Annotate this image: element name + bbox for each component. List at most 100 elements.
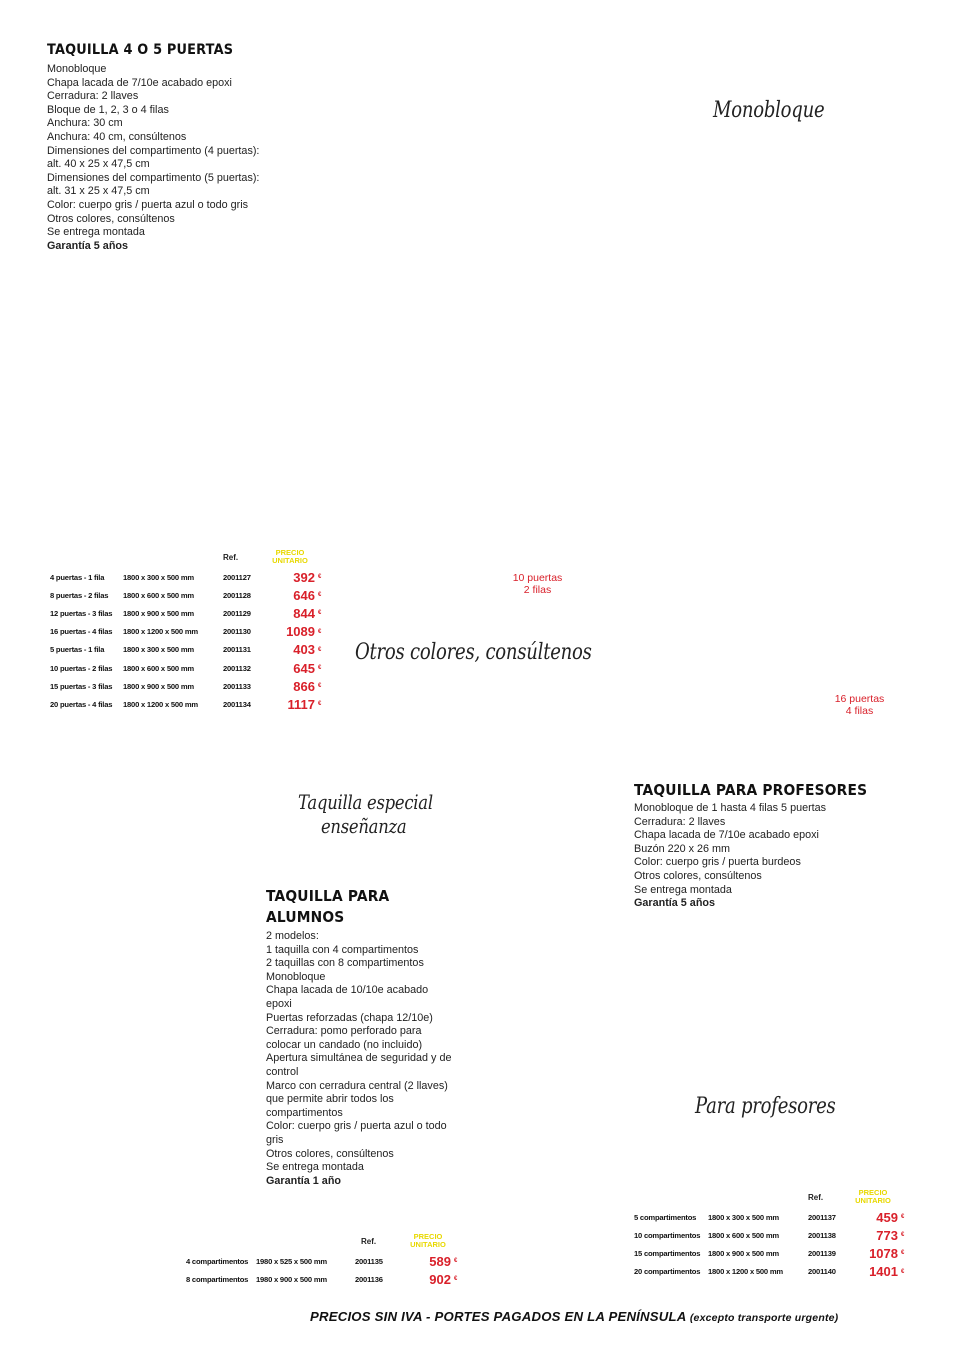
desc-line: Bloque de 1, 2, 3 o 4 filas [47, 103, 169, 116]
script-line: enseñanza [320, 814, 407, 838]
cell-dimensions: 1800 x 1200 x 500 mm [123, 627, 198, 637]
warranty: Garantía 5 años [47, 239, 129, 252]
section2-description: 2 modelos: 1 taquilla con 4 compartiment… [266, 930, 456, 1188]
cell-model: 15 compartimentos [634, 1248, 701, 1258]
cell-ref: 2001127 [223, 572, 251, 582]
desc-line: Se entrega montada [47, 226, 145, 239]
desc-line: Monobloque [266, 970, 326, 983]
table-row: 5 puertas - 1 fila 1800 x 300 x 500 mm 200… [50, 641, 325, 659]
cell-model: 12 puertas - 3 filas [50, 608, 113, 618]
cell-currency: € [318, 701, 322, 708]
desc-line: alt. 40 x 25 x 47,5 cm [47, 158, 150, 171]
footer-subnote: (excepto transporte urgente) [689, 1312, 839, 1324]
cell-price: 645 [293, 660, 315, 676]
cell-currency: € [318, 665, 322, 672]
cell-price: 902 [429, 1271, 451, 1287]
cell-dimensions: 1800 x 300 x 500 mm [708, 1212, 779, 1222]
header-model [50, 546, 123, 568]
desc-line: Color: cuerpo gris / puerta burdeos [634, 856, 801, 869]
header-price-line: UNITARIO [410, 1240, 446, 1249]
desc-line: Puertas reforzadas (chapa 12/10e) [266, 1011, 433, 1024]
photo-label-16-puertas: 16 puertas 4 filas [822, 693, 897, 717]
cell-dimensions: 1800 x 900 x 500 mm [708, 1248, 779, 1258]
desc-line: 2 taquillas con 8 compartimentos [266, 957, 424, 970]
header-ref: Ref. [223, 552, 239, 562]
cell-ref: 2001137 [808, 1212, 836, 1222]
footer-main: PRECIOS SIN IVA - PORTES PAGADOS EN LA P… [310, 1309, 686, 1324]
cell-ref: 2001132 [223, 663, 251, 673]
cell-price: 1401 [869, 1264, 898, 1280]
cell-currency: € [318, 610, 322, 617]
desc-line: Otros colores, consúltenos [47, 212, 175, 225]
table-row: 8 puertas - 2 filas 1800 x 600 x 500 mm 20… [50, 586, 325, 604]
cell-ref: 2001134 [223, 699, 251, 709]
header-price-line: PRECIO [413, 1232, 443, 1241]
desc-line: Se entrega montada [634, 883, 732, 896]
cell-price: 866 [293, 678, 315, 694]
cell-currency: € [318, 628, 322, 635]
cell-price: 1089 [286, 624, 315, 640]
cell-model: 10 puertas - 2 filas [50, 663, 113, 673]
header-currency [898, 1186, 908, 1208]
cell-model: 4 compartimentos [186, 1256, 249, 1266]
script-line: Taquilla especial [298, 790, 433, 814]
header-currency [451, 1230, 461, 1252]
cell-dimensions: 1800 x 300 x 500 mm [123, 645, 194, 655]
footer-note: PRECIOS SIN IVA - PORTES PAGADOS EN LA P… [310, 1309, 838, 1324]
script-label-profesores: Para profesores [695, 1094, 836, 1119]
script-label-other-colors: Otros colores, consúltenos [355, 640, 592, 665]
script-label-monobloque: Monobloque [713, 98, 825, 123]
cell-ref: 2001130 [223, 627, 251, 637]
cell-price: 1117 [287, 696, 316, 712]
desc-line: Cerradura: 2 llaves [634, 815, 726, 828]
header-ref: Ref. [808, 1192, 824, 1202]
cell-dimensions: 1800 x 300 x 500 mm [123, 572, 194, 582]
section1-description: Monobloque Chapa lacada de 7/10e acabado… [47, 63, 259, 253]
cell-model: 15 puertas - 3 filas [50, 681, 113, 691]
cell-ref: 2001128 [223, 590, 251, 600]
desc-line: Color: cuerpo gris / puerta azul o todo … [266, 1120, 447, 1146]
cell-ref: 2001133 [223, 681, 251, 691]
header-model [186, 1230, 256, 1252]
header-dimensions [256, 1230, 355, 1252]
cell-model: 8 compartimentos [186, 1274, 249, 1284]
cell-currency: € [901, 1214, 905, 1221]
cell-ref: 2001131 [223, 645, 251, 655]
cell-dimensions: 1800 x 600 x 500 mm [123, 590, 194, 600]
desc-line: Marco con cerradura central (2 llaves) q… [266, 1079, 448, 1119]
cell-model: 16 puertas - 4 filas [50, 627, 113, 637]
cell-price: 589 [429, 1253, 451, 1269]
cell-model: 5 puertas - 1 fila [50, 645, 105, 655]
script-label-ensenanza: Taquilla especial enseñanza [298, 790, 433, 838]
photo-label-line: 10 puertas [512, 572, 563, 584]
header-price-line: PRECIO [275, 548, 305, 557]
cell-dimensions: 1980 x 525 x 500 mm [256, 1256, 327, 1266]
cell-currency: € [318, 574, 322, 581]
header-dimensions [123, 546, 223, 568]
cell-ref: 2001136 [355, 1274, 383, 1284]
desc-line: Apertura simultánea de seguridad y de co… [266, 1052, 452, 1078]
cell-model: 10 compartimentos [634, 1230, 701, 1240]
desc-line: 2 modelos: [266, 930, 319, 942]
cell-model: 8 puertas - 2 filas [50, 590, 109, 600]
desc-line: Chapa lacada de 7/10e acabado epoxi [634, 829, 819, 842]
desc-line: Buzón 220 x 26 mm [634, 842, 731, 855]
cell-currency: € [901, 1232, 905, 1239]
desc-line: Cerradura: pomo perforado para colocar u… [266, 1025, 423, 1051]
cell-ref: 2001135 [355, 1256, 383, 1266]
cell-dimensions: 1800 x 1200 x 500 mm [708, 1267, 783, 1277]
desc-line: Monobloque [47, 63, 107, 75]
cell-price: 392 [293, 569, 315, 585]
header-price-line: UNITARIO [272, 556, 308, 565]
header-ref: Ref. [361, 1236, 377, 1246]
